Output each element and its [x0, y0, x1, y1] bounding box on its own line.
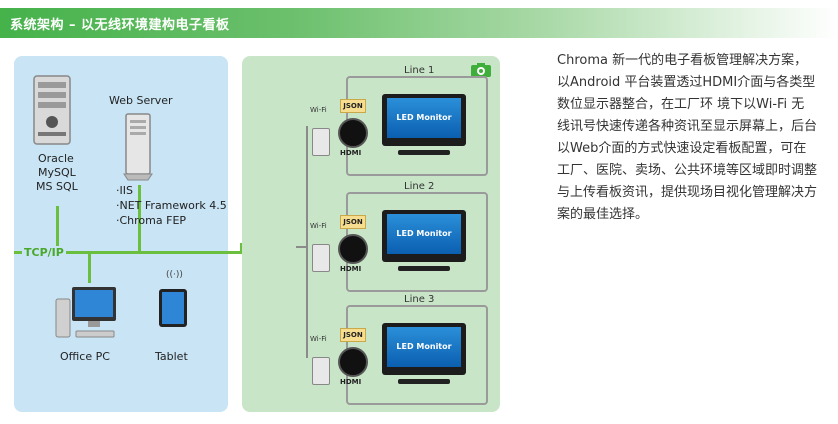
line-2-json-tag: JSON	[340, 215, 366, 229]
line-1-monitor-label: LED Monitor	[387, 98, 461, 138]
camera-icon	[470, 62, 492, 78]
server-connection-line	[138, 185, 141, 254]
db-label-mssql: MS SQL	[36, 180, 78, 193]
line-2-android-device-icon	[312, 244, 330, 272]
line-3-hdmi-label: HDMI	[340, 378, 362, 386]
line-1-json-tag: JSON	[340, 99, 366, 113]
tablet-wifi-icon: ((·))	[166, 270, 183, 280]
line-1-wifi-label: Wi-Fi	[310, 106, 327, 114]
line-2-wifi-label: Wi-Fi	[310, 222, 327, 230]
tablet-icon	[158, 288, 188, 328]
line-3-wifi-label: Wi-Fi	[310, 335, 327, 343]
line-1-android-device-icon	[312, 128, 330, 156]
tcpip-bus-line	[14, 251, 242, 254]
tablet-label: Tablet	[155, 350, 188, 363]
line-3-monitor-label: LED Monitor	[387, 327, 461, 367]
line-2-hdmi-icon	[338, 234, 368, 264]
server-item-netframework-text: NET Framework 4.5	[119, 199, 227, 212]
line-2-hdmi-label: HDMI	[340, 265, 362, 273]
line-3-hdmi-icon	[338, 347, 368, 377]
db-label-oracle: Oracle	[38, 152, 74, 165]
server-item-chroma-fep-text: Chroma FEP	[119, 214, 187, 227]
server-item-iis: ·IIS	[116, 184, 133, 197]
db-connection-line	[56, 206, 59, 254]
line-2-led-monitor-icon: LED Monitor	[382, 210, 466, 262]
office-pc-label: Office PC	[60, 350, 110, 363]
page-title: 系统架构 – 以无线环境建构电子看板	[10, 18, 230, 33]
server-item-chroma-fep: ·Chroma FEP	[116, 214, 187, 227]
bus-to-router-line	[240, 243, 243, 254]
line-1-led-monitor-icon: LED Monitor	[382, 94, 466, 146]
database-server-icon	[32, 74, 72, 146]
server-item-netframework: ·NET Framework 4.5	[116, 199, 227, 212]
line-3-label: Line 3	[402, 294, 437, 305]
line-2-label: Line 2	[402, 181, 437, 192]
line-3-monitor-stand	[398, 379, 450, 384]
line-2-monitor-stand	[398, 266, 450, 271]
header-banner: 系统架构 – 以无线环境建构电子看板	[0, 8, 838, 38]
tcpip-label: TCP/IP	[22, 246, 66, 259]
server-item-iis-text: IIS	[119, 184, 133, 197]
line-3-android-device-icon	[312, 357, 330, 385]
solution-description: Chroma 新一代的电子看板管理解决方案，以Android 平台装置透过HDM…	[557, 53, 818, 222]
office-pc-icon	[54, 283, 118, 343]
line-1-hdmi-icon	[338, 118, 368, 148]
router-to-lines-trunk	[306, 126, 308, 358]
router-to-trunk	[296, 246, 308, 248]
line-1-monitor-stand	[398, 150, 450, 155]
pc-connection-line	[88, 253, 91, 283]
web-server-label: Web Server	[109, 94, 173, 107]
web-server-icon	[122, 112, 154, 182]
line-3-json-tag: JSON	[340, 328, 366, 342]
line-1-label: Line 1	[402, 65, 437, 76]
db-label-mysql: MySQL	[38, 166, 76, 179]
line-3-led-monitor-icon: LED Monitor	[382, 323, 466, 375]
line-1-hdmi-label: HDMI	[340, 149, 362, 157]
line-2-monitor-label: LED Monitor	[387, 214, 461, 254]
